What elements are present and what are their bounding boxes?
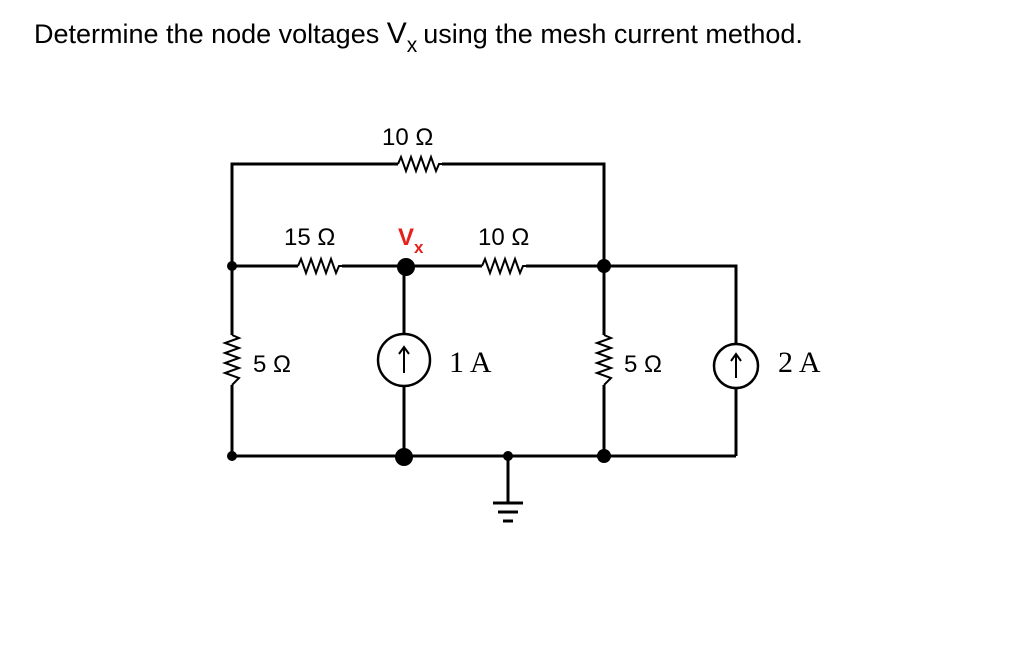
current-source-1a (376, 332, 432, 388)
node-left-bottom (227, 451, 237, 461)
node-right-middle (597, 259, 611, 273)
node-ground-junction (503, 451, 513, 461)
question-prefix: Determine the node voltages (34, 19, 387, 49)
label-source-2a: 2 A (778, 346, 821, 379)
wires (230, 162, 738, 502)
label-source-1a: 1 A (449, 346, 492, 379)
label-resistor-middle: 10 Ω (478, 224, 529, 251)
resistor-left-5-ohm (222, 334, 242, 386)
label-node-vx-letter: V (398, 224, 414, 251)
ground-icon (493, 501, 523, 523)
resistor-15-ohm (297, 256, 342, 276)
resistor-top-10-ohm (397, 154, 442, 174)
label-resistor-left-vertical: 5 Ω (253, 351, 291, 378)
node-right-bottom (597, 449, 611, 463)
question-vx-subscript: x (406, 34, 418, 57)
label-resistor-15: 15 Ω (284, 224, 335, 251)
current-source-2a (712, 342, 760, 390)
wire-top-loop (230, 162, 606, 266)
node-middle-bottom (395, 448, 413, 466)
label-node-vx: Vx (398, 224, 424, 257)
question-suffix: using the mesh current method. (423, 19, 803, 49)
resistor-middle-10-ohm (481, 256, 526, 276)
wire-middle-right (604, 264, 738, 344)
node-vx (397, 258, 415, 276)
label-node-vx-subscript: x (414, 238, 424, 257)
label-resistor-top: 10 Ω (382, 124, 433, 151)
node-left-middle (227, 261, 237, 271)
resistor-right-5-ohm (594, 334, 614, 386)
question-vx: V (386, 17, 407, 50)
label-resistor-right-vertical: 5 Ω (624, 351, 662, 378)
